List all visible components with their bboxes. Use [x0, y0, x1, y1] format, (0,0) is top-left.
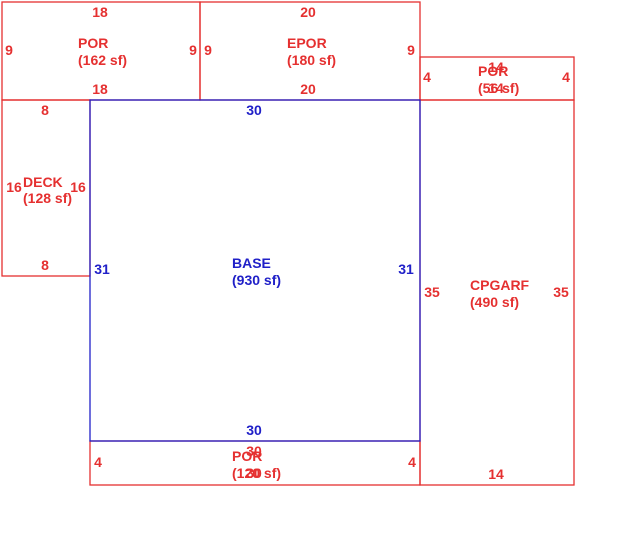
dimension-label: 30: [246, 465, 262, 481]
dimension-label: 16: [70, 179, 86, 195]
dimension-label: 14: [488, 466, 504, 482]
dimension-label: 18: [92, 81, 108, 97]
area-outline: [89, 99, 421, 442]
dimension-label: 35: [553, 284, 569, 300]
area-name-label: POR: [478, 63, 508, 79]
area-cpgarf: CPGARF(490 sf) 35 35 14: [419, 99, 575, 486]
dimension-label: 30: [246, 102, 262, 118]
area-epor: EPOR(180 sf) 20 9 9 20: [199, 1, 421, 101]
dimension-label: 20: [300, 4, 316, 20]
dimension-label: 9: [189, 42, 197, 58]
dimension-label: 20: [300, 81, 316, 97]
area-name-label: EPOR: [287, 35, 327, 51]
dimension-label: 31: [398, 261, 414, 277]
area-size-label: (120 sf): [232, 465, 281, 481]
dimension-label: 4: [423, 69, 431, 85]
area-size-label: (180 sf): [287, 52, 336, 68]
dimension-label: 18: [92, 4, 108, 20]
area-name-label: POR: [78, 35, 108, 51]
dimension-label: 14: [488, 59, 504, 75]
area-size-label: (162 sf): [78, 52, 127, 68]
dimension-label: 8: [41, 257, 49, 273]
area-name-label: POR: [232, 448, 262, 464]
dimension-label: 8: [41, 102, 49, 118]
area-size-label: (930 sf): [232, 272, 281, 288]
area-name-label: BASE: [232, 255, 271, 271]
dimension-label: 16: [6, 179, 22, 195]
dimension-label: 30: [246, 422, 262, 438]
dimension-label: 30: [246, 443, 262, 459]
area-name-label: DECK: [23, 174, 63, 190]
area-size-label: (490 sf): [470, 294, 519, 310]
area-por-top-left: POR(162 sf) 18 9 9 18: [1, 1, 201, 101]
dimension-label: 9: [407, 42, 415, 58]
dimension-label: 4: [408, 454, 416, 470]
dimension-label: 31: [94, 261, 110, 277]
area-base: BASE(930 sf) 30 31 31 30: [89, 99, 421, 442]
dimension-label: 14: [488, 80, 504, 96]
area-size-label: (128 sf): [23, 190, 72, 206]
dimension-label: 4: [94, 454, 102, 470]
dimension-label: 35: [424, 284, 440, 300]
area-name-label: CPGARF: [470, 277, 530, 293]
dimension-label: 9: [204, 42, 212, 58]
area-size-label: (56 sf): [478, 80, 519, 96]
area-deck: DECK(128 sf) 8 16 16 8: [1, 99, 91, 277]
dimension-label: 4: [562, 69, 570, 85]
dimension-label: 9: [5, 42, 13, 58]
